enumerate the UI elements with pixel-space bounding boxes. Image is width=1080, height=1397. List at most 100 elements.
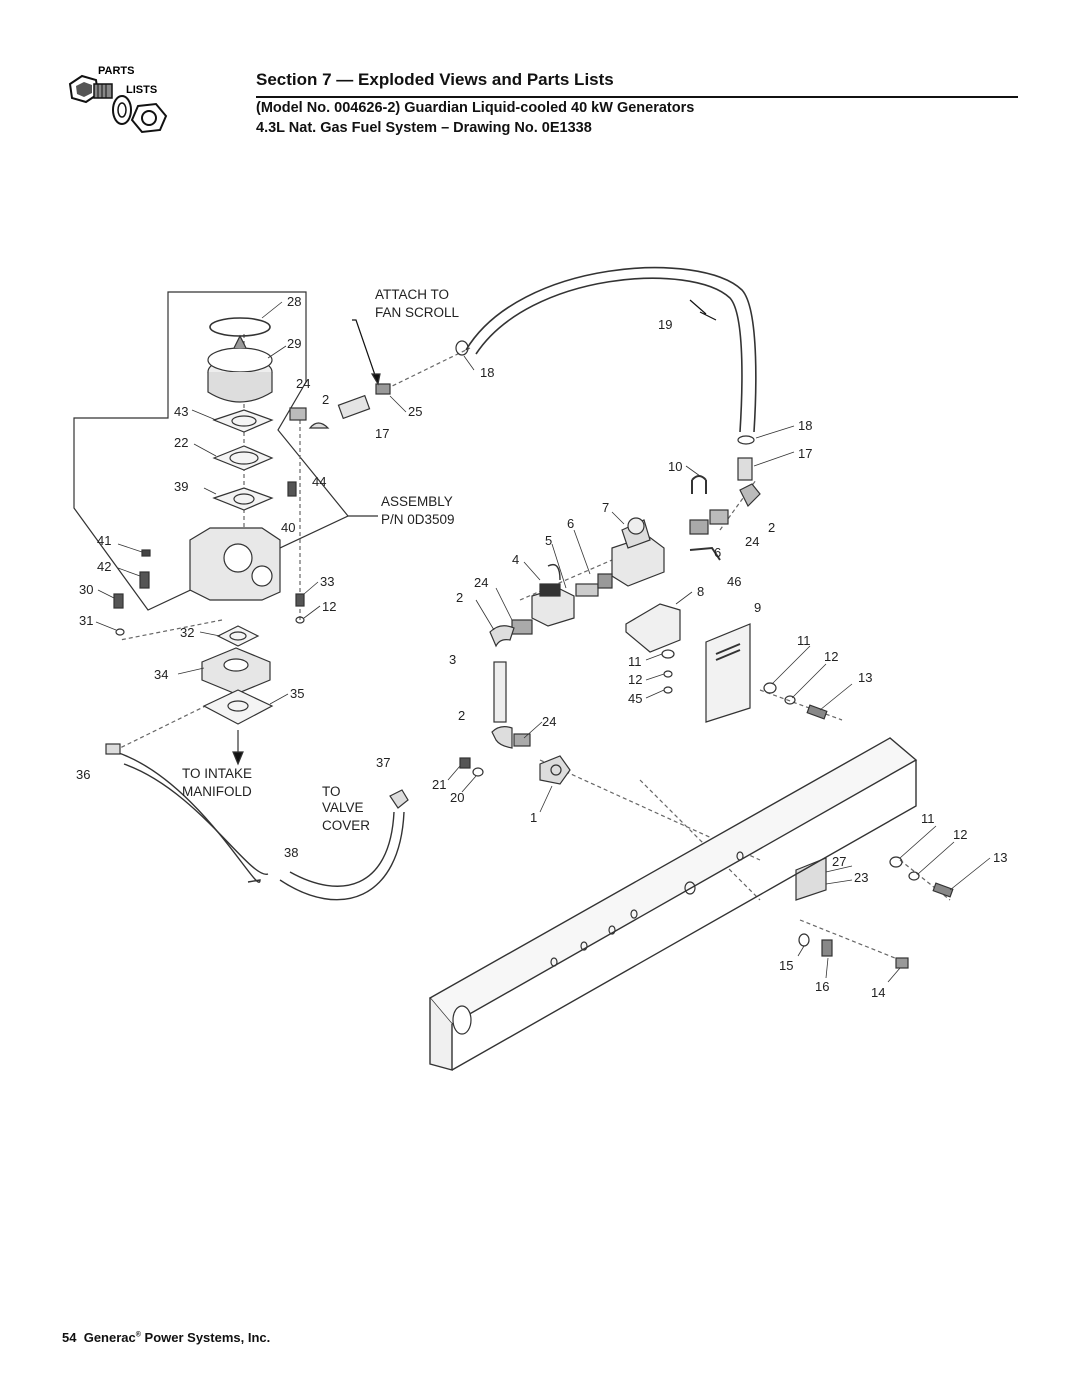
drawing-subtitle: 4.3L Nat. Gas Fuel System – Drawing No. … bbox=[256, 120, 592, 136]
callout: 24 bbox=[474, 575, 488, 590]
gasket-32 bbox=[216, 625, 260, 647]
fitting-37 bbox=[389, 789, 409, 809]
callout: 1 bbox=[530, 810, 537, 825]
nipple-17b bbox=[737, 457, 753, 481]
callout: 42 bbox=[97, 559, 111, 574]
fitting-1 bbox=[539, 755, 571, 785]
note-valve-2: VALVE bbox=[322, 800, 364, 815]
callout: 17 bbox=[798, 446, 812, 461]
callout: 5 bbox=[545, 533, 552, 548]
page-number: 54 bbox=[62, 1330, 77, 1345]
callout: 17 bbox=[375, 426, 389, 441]
callout: 2 bbox=[458, 708, 465, 723]
callout: 39 bbox=[174, 479, 188, 494]
section-title: Section 7 — Exploded Views and Parts Lis… bbox=[256, 70, 614, 89]
note-intake-2: MANIFOLD bbox=[182, 784, 252, 799]
callout: 8 bbox=[697, 584, 704, 599]
callout: 12 bbox=[628, 672, 642, 687]
nipple-17a bbox=[337, 394, 371, 420]
callout: 6 bbox=[567, 516, 574, 531]
note-intake-1: TO INTAKE bbox=[182, 766, 252, 781]
callout: 24 bbox=[296, 376, 310, 391]
callout: 38 bbox=[284, 845, 298, 860]
page-footer: 54 Generac® Power Systems, Inc. bbox=[62, 1330, 270, 1345]
callout: 29 bbox=[287, 336, 301, 351]
callout: 20 bbox=[450, 790, 464, 805]
callout: 15 bbox=[779, 958, 793, 973]
callout: 40 bbox=[281, 520, 295, 535]
callout: 21 bbox=[432, 777, 446, 792]
gasket-39 bbox=[212, 487, 274, 511]
callout: 4 bbox=[512, 552, 519, 567]
callout: 12 bbox=[953, 827, 967, 842]
note-valve-1: TO bbox=[322, 784, 341, 799]
callout: 37 bbox=[376, 755, 390, 770]
callout: 31 bbox=[79, 613, 93, 628]
callout: 23 bbox=[854, 870, 868, 885]
fitting-24b bbox=[511, 619, 533, 635]
callout: 7 bbox=[602, 500, 609, 515]
gasket-22 bbox=[212, 445, 274, 471]
callout: 6 bbox=[714, 545, 721, 560]
hose-38-b bbox=[279, 811, 405, 901]
footer-company-rest: Power Systems, Inc. bbox=[140, 1330, 271, 1345]
callout: 43 bbox=[174, 404, 188, 419]
model-subtitle: (Model No. 004626-2) Guardian Liquid-coo… bbox=[256, 100, 695, 116]
callout: 46 bbox=[727, 574, 741, 589]
pipe-3 bbox=[493, 661, 507, 723]
callout: 12 bbox=[322, 599, 336, 614]
callout: 14 bbox=[871, 985, 885, 1000]
hose-38-a bbox=[123, 763, 269, 875]
callout: 13 bbox=[858, 670, 872, 685]
note-attach-1: ATTACH TO bbox=[375, 287, 449, 302]
callout: 33 bbox=[320, 574, 334, 589]
callout: 22 bbox=[174, 435, 188, 450]
title-rule bbox=[256, 96, 1018, 98]
callout: 35 bbox=[290, 686, 304, 701]
callout: 9 bbox=[754, 600, 761, 615]
callout: 45 bbox=[628, 691, 642, 706]
callout: 11 bbox=[628, 654, 642, 669]
note-valve-3: COVER bbox=[322, 818, 370, 833]
callout: 34 bbox=[154, 667, 168, 682]
callout: 28 bbox=[287, 294, 301, 309]
bracket-8 bbox=[625, 603, 681, 653]
bracket-27 bbox=[795, 857, 827, 901]
fuel-hose-19 bbox=[465, 266, 757, 433]
parts-lists-logo: PARTS LISTS bbox=[68, 65, 168, 134]
logo-text-parts: PARTS bbox=[98, 65, 134, 77]
callout: 44 bbox=[312, 474, 326, 489]
logo-text-lists: LISTS bbox=[126, 84, 157, 96]
bracket-9 bbox=[705, 623, 751, 723]
callout: 2 bbox=[322, 392, 329, 407]
callout: 2 bbox=[768, 520, 775, 535]
callout: 32 bbox=[180, 625, 194, 640]
callout: 25 bbox=[408, 404, 422, 419]
note-attach-2: FAN SCROLL bbox=[375, 305, 460, 320]
gasket-43 bbox=[212, 409, 274, 433]
gasket-28 bbox=[209, 317, 271, 337]
callout: 13 bbox=[993, 850, 1007, 865]
callout: 19 bbox=[658, 317, 672, 332]
callout: 16 bbox=[815, 979, 829, 994]
callout: 12 bbox=[824, 649, 838, 664]
callout: 3 bbox=[449, 652, 456, 667]
registered-mark: ® bbox=[135, 1331, 141, 1339]
callout: 30 bbox=[79, 582, 93, 597]
callout: 18 bbox=[798, 418, 812, 433]
callout: 18 bbox=[480, 365, 494, 380]
fitting-24a bbox=[289, 407, 307, 421]
note-assembly-2: P/N 0D3509 bbox=[381, 512, 455, 527]
callout: 24 bbox=[745, 534, 759, 549]
callout: 41 bbox=[97, 533, 111, 548]
callout: 36 bbox=[76, 767, 90, 782]
callout: 27 bbox=[832, 854, 846, 869]
callout: 2 bbox=[456, 590, 463, 605]
callout: 24 bbox=[542, 714, 556, 729]
callout: 11 bbox=[797, 633, 811, 648]
footer-company: Generac bbox=[83, 1330, 136, 1345]
callout: 10 bbox=[668, 459, 682, 474]
gasket-35 bbox=[202, 689, 274, 725]
callout: 11 bbox=[921, 811, 935, 826]
